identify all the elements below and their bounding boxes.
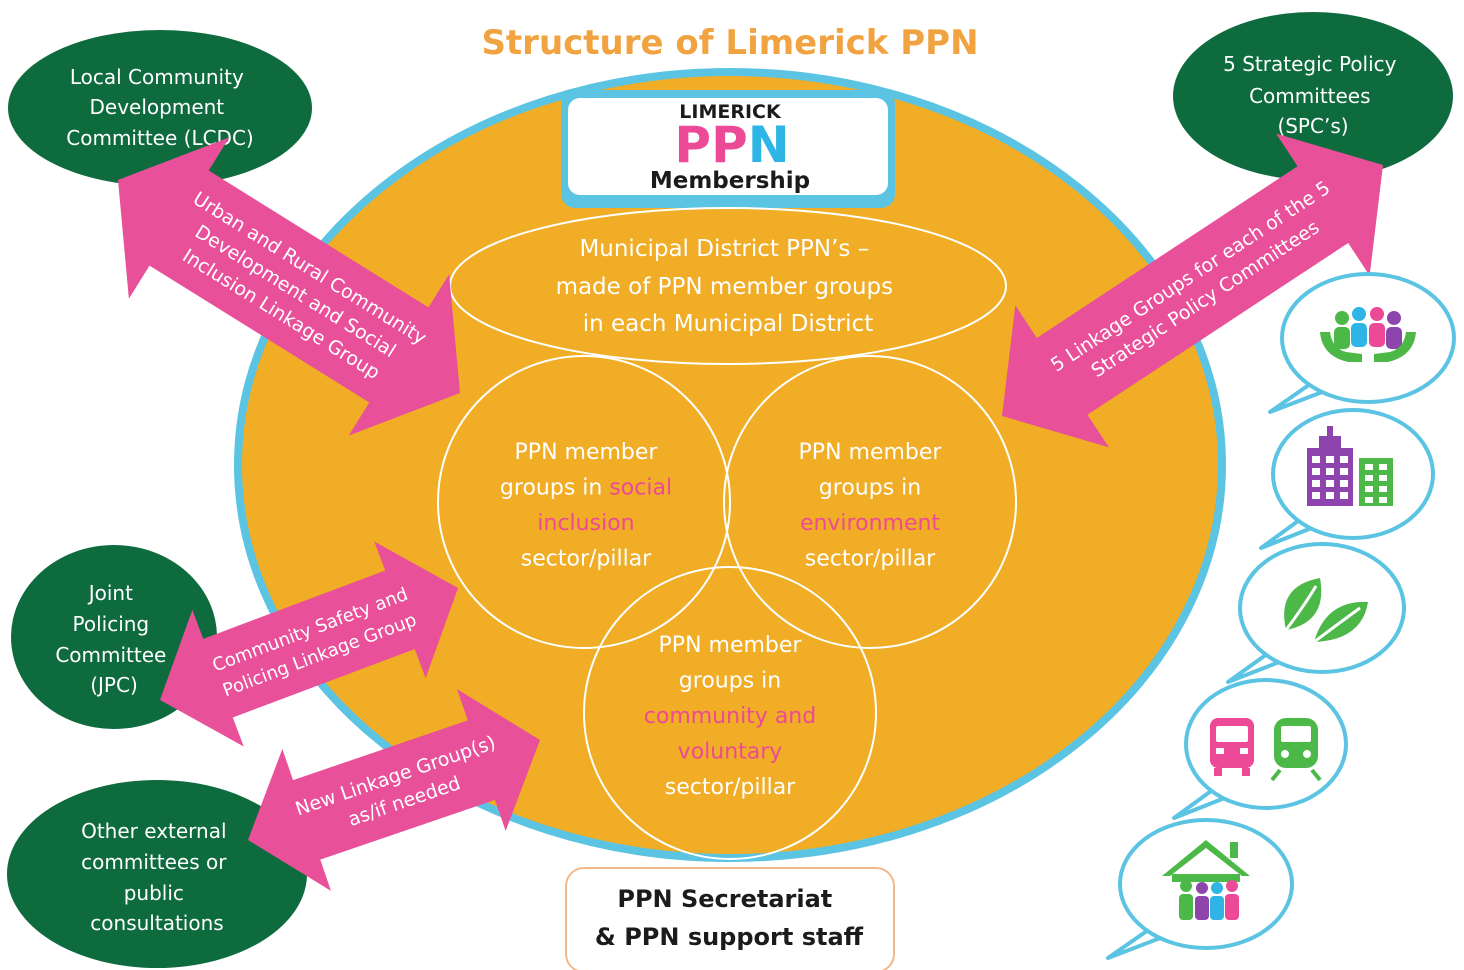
lcdc-committee: Local Community Development Committee (L… — [8, 30, 312, 186]
diagram-title: Structure of Limerick PPN — [481, 23, 978, 63]
jpc-line-4: (JPC) — [90, 673, 138, 697]
community-pillar-run: PPN member — [659, 633, 803, 658]
leaves-icon — [1284, 578, 1368, 644]
social-inclusion-pillar-circle — [437, 355, 731, 649]
environment-pillar-circle — [723, 355, 1017, 649]
lcdc-line-3: Committee (LCDC) — [66, 126, 253, 150]
social-inclusion-pillar-text: PPN member groups in social inclusion secto… — [500, 440, 672, 572]
logo-letter-p1: P — [674, 116, 711, 174]
ppn-logo-box: LIMERICK PPN Membership — [561, 90, 895, 208]
jpc-line-3: Committee — [55, 643, 166, 667]
secretariat-line-1: PPN Secretariat — [617, 885, 832, 913]
municipal-text: Municipal District PPN’s – made of PPN m… — [556, 236, 901, 337]
buildings-icon — [1307, 426, 1393, 506]
secretariat-text: PPN Secretariat & PPN support staff — [595, 885, 864, 951]
community-pillar-run: voluntary — [678, 740, 783, 765]
jpc-line-2: Policing — [73, 612, 150, 636]
logo-letter-p2: P — [711, 116, 748, 174]
transport-bubble — [1172, 678, 1348, 820]
social-pillar-run: PPN member — [515, 440, 659, 465]
social-pillar-run: inclusion — [537, 511, 634, 536]
social-pillar-run: groups in — [500, 476, 609, 501]
secretariat-line-2: & PPN support staff — [595, 923, 864, 951]
community-pillar-run: sector/pillar — [665, 775, 796, 800]
environment-pillar-run: groups in — [819, 476, 921, 501]
municipal-line-2: made of PPN member groups — [556, 274, 894, 300]
people-icon — [1320, 307, 1416, 362]
jpc-line-1: Joint — [87, 581, 133, 605]
environment-pillar-run: environment — [800, 511, 940, 536]
social-pillar-run: social — [609, 476, 672, 501]
other-committees: Other external committees or public cons… — [7, 780, 307, 968]
other-line-4: consultations — [90, 911, 223, 935]
lcdc-line-1: Local Community — [70, 65, 244, 89]
people-bubble — [1268, 272, 1456, 414]
other-line-1: Other external — [81, 819, 226, 843]
environment-pillar-run: PPN member — [799, 440, 943, 465]
community-voluntary-pillar-circle — [583, 566, 877, 860]
transport-icon — [1210, 718, 1322, 782]
logo-letter-n: N — [748, 116, 790, 174]
secretariat-box: PPN Secretariat & PPN support staff — [565, 867, 895, 970]
lcdc-line-2: Development — [90, 95, 225, 119]
social-pillar-run: sector/pillar — [521, 547, 652, 572]
logo-membership: Membership — [650, 168, 810, 194]
jpc-committee: Joint Policing Committee (JPC) — [11, 545, 217, 729]
lcdc-linkage-arrow-shape — [117, 137, 461, 436]
spc-line-3: (SPC’s) — [1277, 114, 1348, 138]
lcdc-text: Local Community Development Committee (L… — [66, 65, 253, 150]
spc-linkage-arrow-shape — [1001, 133, 1384, 448]
spc-line-1: 5 Strategic Policy — [1223, 52, 1397, 76]
community-pillar-run: groups in — [679, 669, 781, 694]
spc-line-2: Committees — [1249, 84, 1370, 108]
jpc-linkage-arrow-shape — [159, 541, 459, 747]
community-pillar-label: PPN member groups in community and voluntar… — [644, 633, 816, 800]
municipal-line-3: in each Municipal District — [583, 311, 874, 337]
buildings-bubble — [1259, 408, 1435, 550]
municipal-line-1: Municipal District PPN’s – — [579, 236, 869, 262]
other-line-2: committees or — [81, 850, 227, 874]
spc-text: 5 Strategic Policy Committees (SPC’s) — [1223, 52, 1403, 138]
environment-pillar-label: PPN member groups in environment sector/pil… — [799, 440, 943, 572]
community-pillar-run: community and — [644, 704, 816, 729]
spc-committee: 5 Strategic Policy Committees (SPC’s) — [1173, 12, 1453, 180]
logo-limerick: LIMERICK — [679, 101, 782, 123]
other-committees-text: Other external committees or public cons… — [81, 819, 233, 935]
environment-pillar-text: PPN member groups in environment sector/pil… — [799, 440, 943, 572]
social-pillar-label: PPN member groups in social inclusion secto… — [500, 440, 672, 572]
other-line-3: public — [124, 881, 184, 905]
environment-pillar-run: sector/pillar — [805, 547, 936, 572]
housing-bubble — [1106, 818, 1294, 960]
jpc-text: Joint Policing Committee (JPC) — [55, 581, 172, 697]
leaves-bubble — [1226, 542, 1406, 684]
logo-ppn: PPN — [674, 116, 789, 174]
community-voluntary-pillar-text: PPN member groups in community and voluntar… — [644, 633, 816, 800]
housing-icon — [1162, 840, 1250, 920]
new-linkage-arrow-shape — [247, 689, 541, 891]
municipal-district-ellipse: Municipal District PPN’s – made of PPN m… — [449, 207, 1007, 365]
